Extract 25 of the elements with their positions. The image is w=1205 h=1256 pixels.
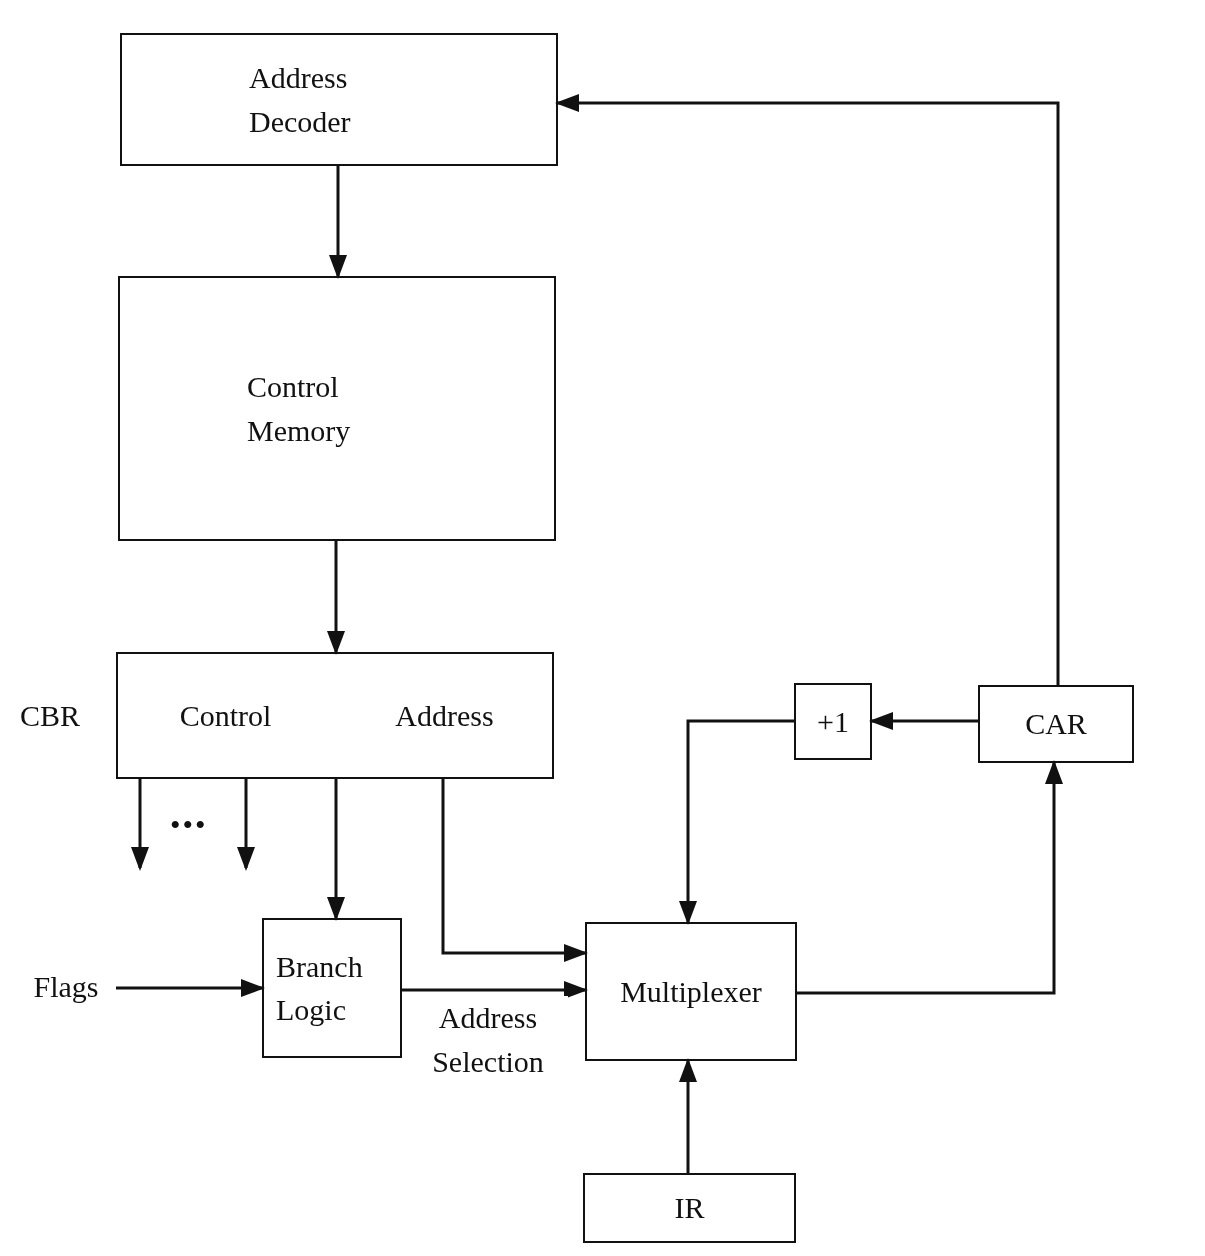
- register-label: CBR: [20, 697, 81, 734]
- arrow: [679, 1058, 697, 1173]
- block-box: CAR: [978, 685, 1134, 763]
- arrow: [869, 712, 978, 730]
- field-label: Address: [395, 698, 494, 733]
- arrow: [327, 541, 345, 655]
- arrow: [679, 719, 794, 925]
- block-box: Control Memory: [118, 276, 556, 541]
- arrow: [237, 779, 255, 871]
- arrow: [441, 779, 588, 962]
- arrow: [329, 166, 347, 279]
- field-label: Control: [179, 698, 272, 733]
- arrow: [327, 779, 345, 921]
- arrow: [797, 760, 1063, 995]
- arrow: [131, 779, 149, 871]
- input-label: Flags: [20, 965, 112, 1009]
- arrow: [402, 981, 588, 999]
- block-box: Branch Logic: [262, 918, 402, 1058]
- block-box: +1: [794, 683, 872, 760]
- block-box: Multiplexer: [585, 922, 797, 1061]
- arrow: [555, 94, 1060, 685]
- block-box: IR: [583, 1173, 796, 1243]
- ellipsis-label: •••: [170, 808, 208, 842]
- arrow: [116, 979, 265, 997]
- block-box: Address Decoder: [120, 33, 558, 166]
